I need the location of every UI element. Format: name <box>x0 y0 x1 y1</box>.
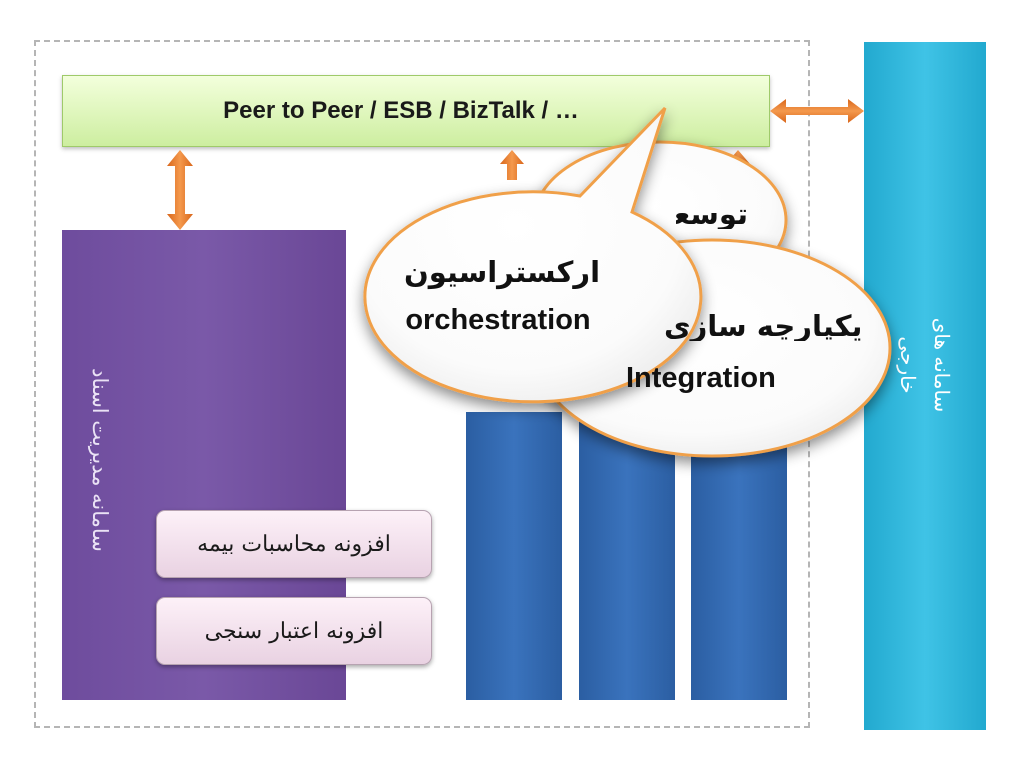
orchestration-callout[interactable] <box>363 106 703 404</box>
integration-callout-en: Integration <box>626 362 776 394</box>
bus-label: Peer to Peer / ESB / BizTalk / … <box>223 97 579 124</box>
service-column[interactable] <box>579 412 675 700</box>
orchestration-callout-en: orchestration <box>405 304 591 336</box>
development-callout-label: توسعه <box>676 200 748 229</box>
service-column[interactable] <box>466 412 562 700</box>
arrow-up-icon <box>500 150 524 180</box>
external-systems-panel[interactable] <box>864 42 986 730</box>
double-arrow-icon <box>167 150 193 230</box>
credit-check-module[interactable]: افزونه اعتبار سنجی <box>156 597 432 665</box>
double-arrow-icon <box>770 99 864 123</box>
service-column[interactable] <box>691 412 787 700</box>
orchestration-callout-fa: ارکستراسیون <box>403 255 601 289</box>
insurance-calc-module[interactable]: افزونه محاسبات بیمه <box>156 510 432 578</box>
integration-callout-fa: یکپارچه سازی <box>664 312 863 341</box>
